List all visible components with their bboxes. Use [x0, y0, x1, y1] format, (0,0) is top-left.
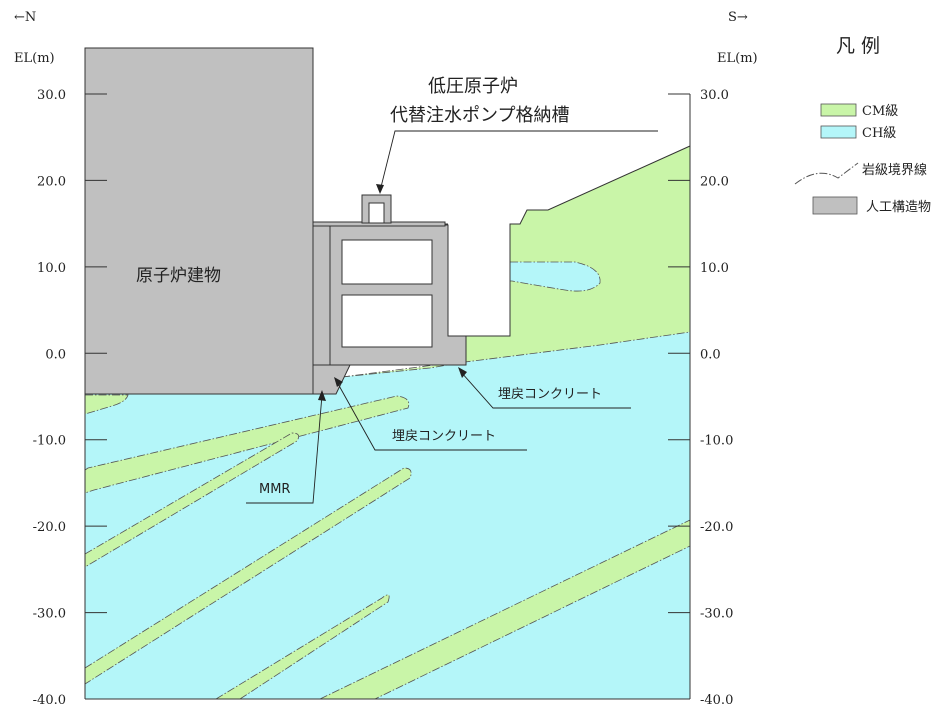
right-tick-label: 10.0 [700, 261, 729, 276]
cm-ch-boundary-2 [341, 360, 466, 378]
legend-swatch-ch [820, 125, 857, 139]
south-indicator: S→ [728, 10, 748, 25]
excavation-line [448, 145, 691, 337]
pump-tank-label-line2: 代替注水ポンプ格納槽 [390, 105, 569, 126]
left-tick-label: 10.0 [37, 261, 66, 276]
legend-swatch-cm [820, 103, 857, 117]
cm-band-5 [214, 594, 390, 700]
backfill-concrete-left [312, 224, 331, 366]
mmr-leader [246, 394, 323, 504]
cm-band-3 [84, 432, 300, 568]
left-tick-label: 20.0 [37, 174, 66, 189]
cm-band-2 [84, 395, 410, 494]
pump-tank-leader [379, 130, 658, 192]
left-tick-label: -30.0 [33, 607, 66, 622]
left-tick-label: 30.0 [37, 88, 66, 103]
legend-swatch-structure [812, 196, 858, 215]
backfill-right-label: 埋戻コンクリート [498, 387, 602, 402]
left-tick-label: -40.0 [33, 693, 66, 708]
cm-band-1 [84, 394, 129, 415]
right-tick-label: 30.0 [700, 88, 729, 103]
ground-outline [445, 145, 691, 337]
left-axis-title: EL(m) [14, 51, 55, 66]
legend-label-structure: 人工構造物 [866, 200, 931, 215]
backfill-center-label: 埋戻コンクリート [392, 429, 496, 444]
mmr-label: MMR [259, 482, 290, 497]
geology [84, 146, 691, 700]
cm-class-bands [84, 394, 691, 700]
backfill-center-arrowhead [334, 377, 343, 387]
legend-label-boundary: 岩級境界線 [862, 162, 927, 178]
right-tick-label: -40.0 [700, 693, 733, 708]
legend-label-cm: CM級 [862, 104, 898, 119]
pump-tank-label-line1: 低圧原子炉 [428, 76, 518, 97]
reactor-building-label: 原子炉建物 [136, 266, 221, 286]
legend: 凡 例 CM級 CH級 岩級境界線 人工構造物 [794, 35, 931, 215]
legend-title: 凡 例 [836, 35, 880, 57]
north-indicator: ←N [14, 10, 36, 25]
ch-class-pocket [509, 261, 601, 292]
tank-room-lower [341, 294, 433, 348]
left-tick-label: 0.0 [45, 347, 66, 362]
right-tick-label: 0.0 [700, 347, 721, 362]
legend-boundary-symbol [794, 162, 859, 185]
backfill-center-leader [336, 381, 527, 451]
reactor-building [84, 47, 314, 395]
left-tick-label: -20.0 [33, 520, 66, 535]
cm-band-4 [84, 467, 412, 685]
right-ticks: 30.0 20.0 10.0 0.0 -10.0 -20.0 -30.0 -40.0 [668, 88, 733, 708]
right-tick-label: -30.0 [700, 607, 733, 622]
right-tick-label: -10.0 [700, 434, 733, 449]
right-tick-label: -20.0 [700, 520, 733, 535]
legend-label-ch: CH級 [862, 126, 896, 141]
axes [84, 48, 691, 700]
left-tick-label: -10.0 [33, 434, 66, 449]
mmr-arrowhead [318, 390, 326, 401]
backfill-right-leader [460, 371, 631, 409]
structures [84, 47, 467, 395]
right-axis-title: EL(m) [717, 51, 758, 66]
tank-hatch-opening [368, 202, 385, 224]
tank-room-upper [341, 239, 433, 285]
cm-class-rock-upper [342, 146, 690, 377]
right-tick-label: 20.0 [700, 174, 729, 189]
left-ticks: 30.0 20.0 10.0 0.0 -10.0 -20.0 -30.0 -40.0 [33, 88, 107, 708]
backfill-right-arrowhead [458, 367, 467, 378]
pump-tank-arrowhead [376, 184, 384, 194]
